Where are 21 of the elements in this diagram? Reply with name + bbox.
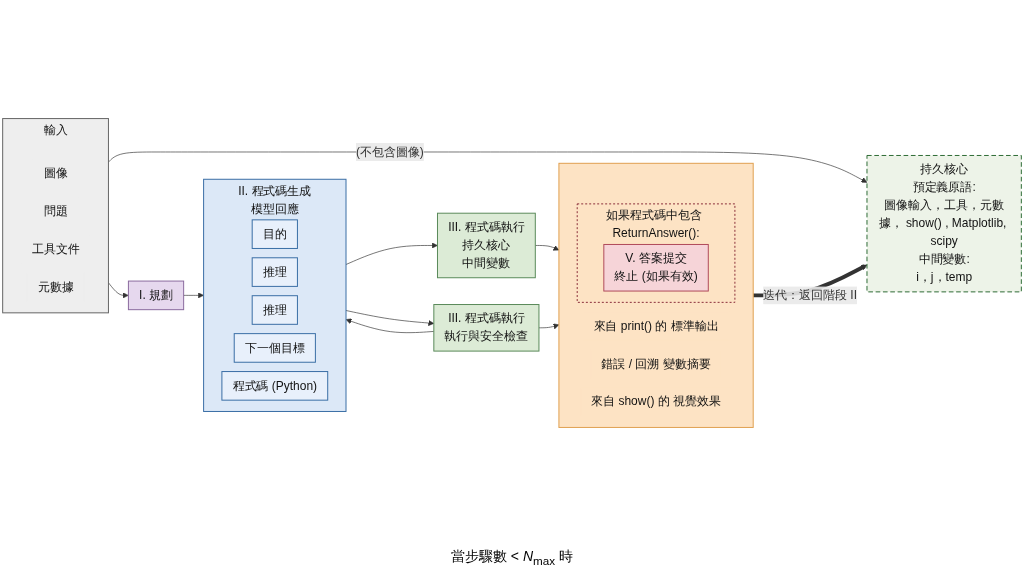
node-text: 來自 print() 的 標準輸出	[593, 318, 719, 333]
node-box: 推理	[251, 295, 298, 325]
node-text: 元數據	[37, 280, 74, 294]
node-text: 工具文件	[31, 242, 80, 256]
node-box: III. 程式碼執行 持久核心 中間變數	[437, 212, 536, 279]
node-box: 持久核心 預定義原語: 圖像輸入，工具，元數據， show() , Matplotlib, scipy 中間變數: i，j，temp	[866, 155, 1022, 293]
node-box: 下一個目標	[233, 333, 316, 363]
edge-label: (不包含圖像)	[355, 145, 424, 159]
node-box: 程式碼 (Python)	[221, 371, 329, 401]
node-box: 推理	[251, 257, 298, 287]
node-text: 圖像	[43, 166, 68, 180]
node-text: 錯誤 / 回溯 變數摘要	[601, 356, 711, 371]
node-box: I. 規劃	[127, 280, 185, 311]
node-box: III. 程式碼執行 執行與安全檢查	[433, 304, 540, 352]
edge-label: 迭代：返回階段 II	[763, 288, 857, 302]
node-text: 來自 show() 的 視覺效果	[591, 394, 721, 409]
node-text: 問題	[43, 204, 68, 218]
node-box: 目的	[251, 219, 298, 249]
node-box: V. 答案提交 終止 (如果有效)	[603, 243, 709, 292]
cluster	[558, 162, 754, 428]
note-text: 當步驟數 < N$_{max}$ 時	[451, 548, 573, 564]
